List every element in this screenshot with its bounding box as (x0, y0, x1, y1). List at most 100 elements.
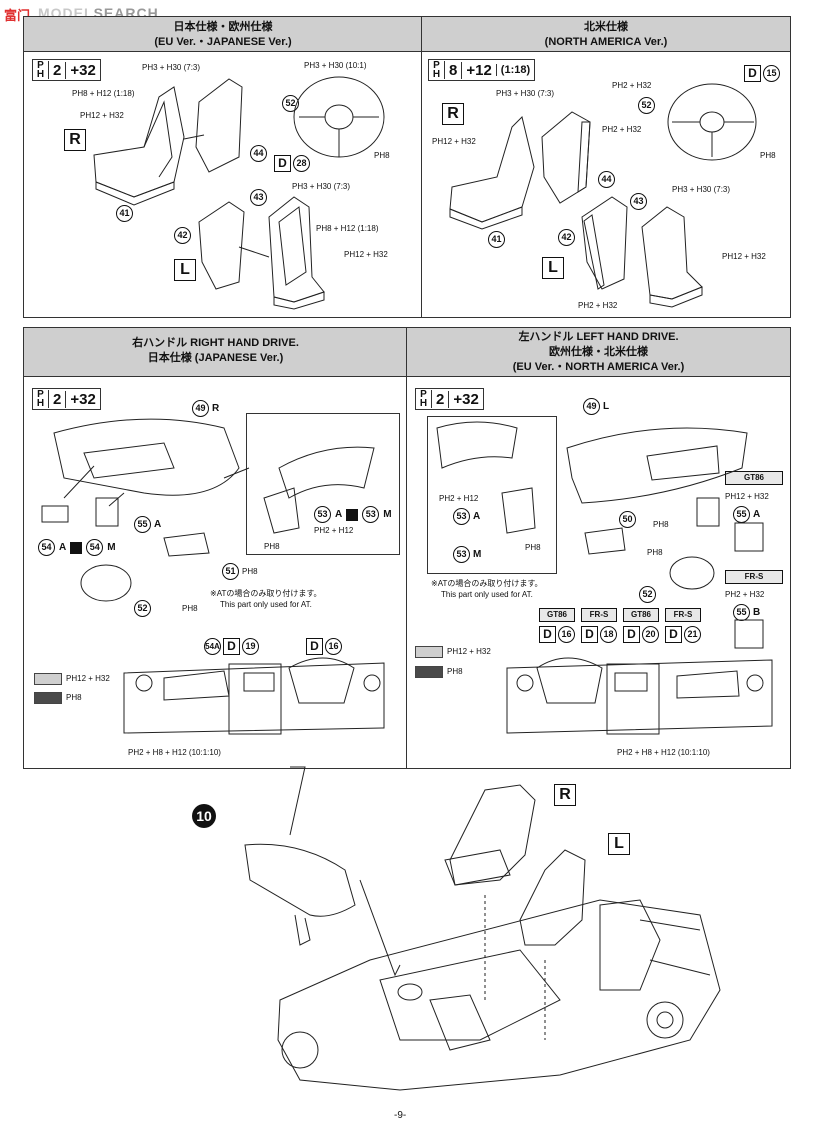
paint-label: PH12 + H32 (80, 111, 124, 120)
panel-header: 右ハンドル RIGHT HAND DRIVE. 日本仕様 (JAPANESE V… (24, 328, 407, 377)
variant-tag-gt86: GT86 (725, 471, 783, 485)
panel-right-hand-drive: 右ハンドル RIGHT HAND DRIVE. 日本仕様 (JAPANESE V… (23, 327, 408, 769)
part-number: 43 (250, 189, 267, 206)
paint-label: PH2 + H8 + H12 (10:1:10) (128, 748, 221, 757)
part-number: 44 (250, 145, 267, 162)
paint-label: PH8 (264, 542, 280, 551)
panel-title-jp: 日本仕様・欧州仕様 (173, 21, 273, 33)
part-number: 52 (134, 600, 151, 617)
paint-label: PH2 + H12 (439, 494, 479, 503)
legend-label: PH12 + H32 (66, 674, 110, 683)
dashboard-illustrations (41, 418, 385, 735)
part-number: 43 (630, 193, 647, 210)
detail-box (427, 416, 557, 574)
legend-label: PH8 (66, 693, 82, 702)
panel-header: 左ハンドル LEFT HAND DRIVE. 欧州仕様・北米仕様 (EU Ver… (407, 328, 790, 377)
paint-label: PH8 + H12 (1:18) (316, 224, 379, 233)
paint-label: PH3 + H30 (7:3) (672, 185, 731, 194)
left-seat-marker: L (174, 259, 196, 281)
panel-left-hand-drive: 左ハンドル LEFT HAND DRIVE. 欧州仕様・北米仕様 (EU Ver… (406, 327, 791, 769)
paint-label: PH3 + H30 (7:3) (142, 63, 201, 72)
paint-label: PH12 + H32 (432, 137, 476, 146)
left-seat-marker: L (542, 257, 564, 279)
panel-title-jp: 左ハンドル LEFT HAND DRIVE. (518, 331, 679, 343)
paint-label: PH2 + H12 (314, 526, 354, 535)
part-number: 42 (558, 229, 575, 246)
paint-label: PH8 (525, 543, 541, 552)
paint-label: PH3 + H30 (7:3) (292, 182, 351, 191)
part-number: 52 (638, 97, 655, 114)
right-seat-marker: R (64, 129, 86, 151)
right-seat-marker: R (442, 103, 464, 125)
paint-label: PH8 (760, 151, 776, 160)
variant-tag-frs: FR-S (725, 570, 783, 584)
paint-label: PH3 + H30 (10:1) (304, 61, 367, 70)
part-number: 41 (116, 205, 133, 222)
at-note: ※ATの場合のみ取り付けます。This part only used for A… (431, 579, 543, 599)
part-number: 44 (598, 171, 615, 188)
paint-label: PH8 + H12 (1:18) (72, 89, 135, 98)
part-number: 52 (639, 586, 656, 603)
paint-label: PH12 + H32 (344, 250, 388, 259)
legend-swatch (415, 666, 443, 678)
panel-title-en: (EU Ver.・NORTH AMERICA Ver.) (512, 361, 685, 373)
panel-title-jp2: 欧州仕様・北米仕様 (549, 346, 648, 358)
panel-header: 北米仕様 (NORTH AMERICA Ver.) (422, 17, 790, 52)
part-number: 41 (488, 231, 505, 248)
step-number: 10 (192, 804, 216, 828)
panel-title-en: (EU Ver.・JAPANESE Ver.) (154, 36, 292, 48)
right-seat-marker: R (554, 784, 576, 806)
paint-label: PH12 + H32 (722, 252, 766, 261)
panel-title-jp: 北米仕様 (584, 21, 628, 33)
paint-label: PH8 (374, 151, 390, 160)
panel-title-jp: 右ハンドル RIGHT HAND DRIVE. (132, 337, 299, 349)
legend-label: PH12 + H32 (447, 647, 491, 656)
paint-label: PH12 + H32 (725, 492, 769, 501)
dashboard-illustrations (436, 421, 773, 735)
seat-illustrations (449, 83, 757, 308)
legend-swatch (34, 692, 62, 704)
legend-swatch (34, 673, 62, 685)
paint-label: PH2 + H32 (725, 590, 765, 599)
paint-label: PH2 + H32 (602, 125, 642, 134)
part-number: 50 (619, 511, 636, 528)
detail-box (246, 413, 400, 555)
paint-label: PH8 (182, 604, 198, 613)
left-seat-marker: L (608, 833, 630, 855)
paint-label: PH2 + H8 + H12 (10:1:10) (617, 748, 710, 757)
paint-label: PH2 + H32 (578, 301, 618, 310)
panel-header: 日本仕様・欧州仕様 (EU Ver.・JAPANESE Ver.) (24, 17, 422, 52)
seat-illustrations (93, 76, 385, 310)
legend-label: PH8 (447, 667, 463, 676)
legend-swatch (415, 646, 443, 658)
panel-title-jp2: 日本仕様 (JAPANESE Ver.) (147, 352, 284, 364)
paint-label: PH2 + H32 (612, 81, 652, 90)
at-note: ※ATの場合のみ取り付けます。This part only used for A… (210, 589, 322, 609)
paint-label: PH8 (647, 548, 663, 557)
page-number: -9- (394, 1110, 407, 1121)
paint-label: PH8 (653, 520, 669, 529)
paint-label: PH3 + H30 (7:3) (496, 89, 555, 98)
part-number: 42 (174, 227, 191, 244)
panel-title-en: (NORTH AMERICA Ver.) (544, 36, 668, 48)
